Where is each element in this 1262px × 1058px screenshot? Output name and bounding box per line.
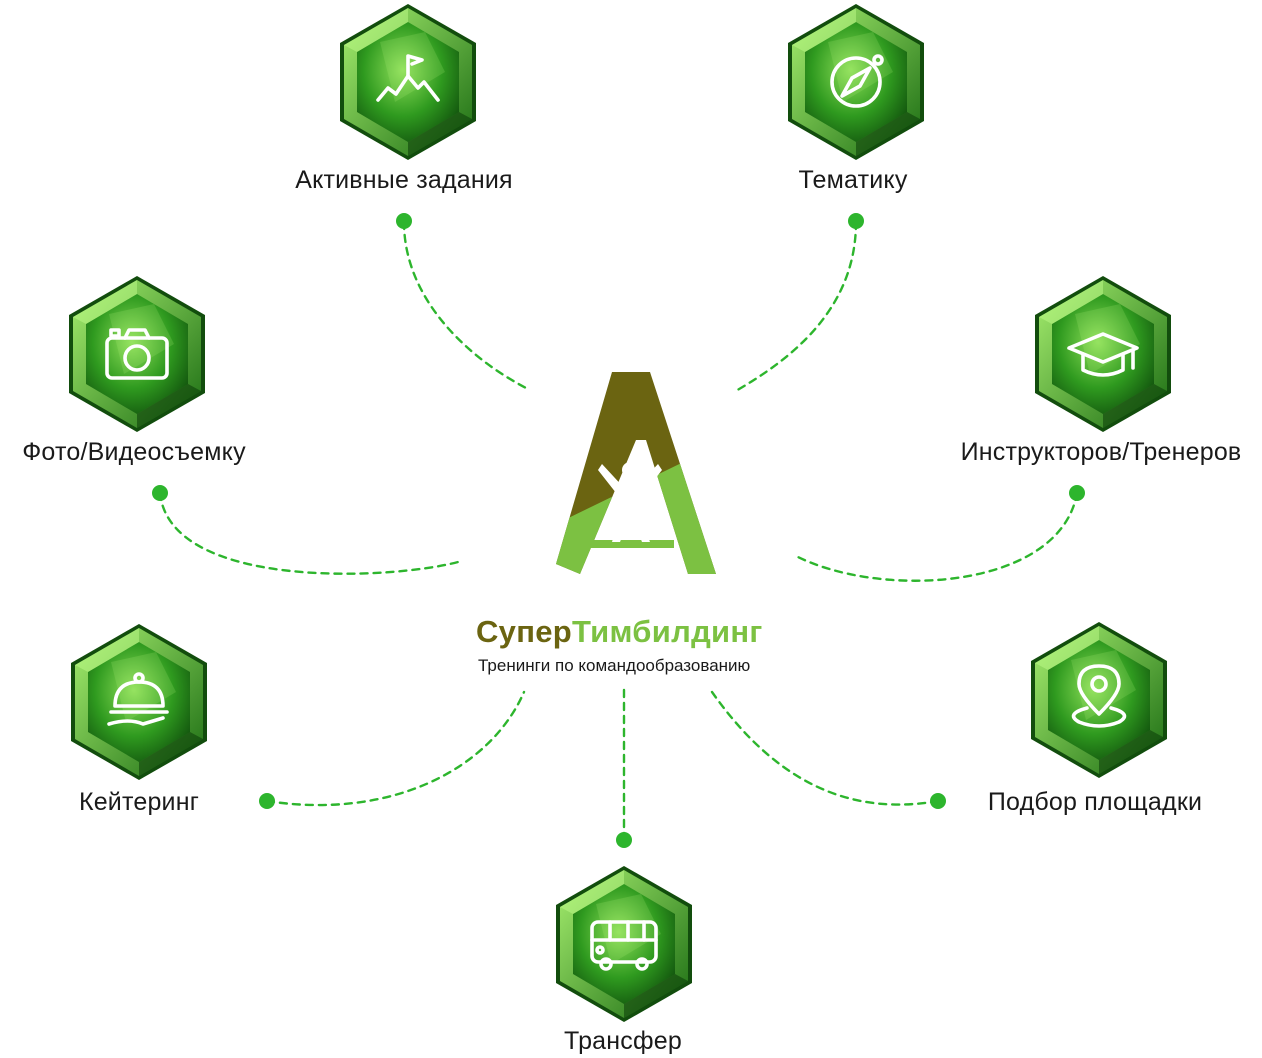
camera-icon <box>105 328 169 380</box>
brand-name-part2: Тимбилдинг <box>572 614 763 649</box>
logo-mark <box>556 372 716 574</box>
connector-photo-video <box>158 491 460 575</box>
gem-venue <box>1026 620 1172 780</box>
label-active-tasks: Активные задания <box>295 166 513 194</box>
connector-dot <box>259 793 275 809</box>
connector-instructors <box>792 491 1079 582</box>
connector-dot <box>930 793 946 809</box>
connector-dot <box>152 485 168 501</box>
mountain-flag-icon <box>376 54 440 102</box>
graduation-cap-icon <box>1067 332 1139 377</box>
connector-theme <box>732 220 858 394</box>
label-theme: Тематику <box>798 166 908 194</box>
connector-dot <box>616 832 632 848</box>
gem-instructors <box>1030 274 1176 434</box>
food-cloche-icon <box>107 672 169 726</box>
compass-icon <box>830 54 884 108</box>
gem-active-tasks <box>335 2 481 162</box>
connector-dot <box>848 213 864 229</box>
logo-person-icon <box>598 462 662 542</box>
connector-dot <box>1069 485 1085 501</box>
connector-venue <box>710 690 940 806</box>
gem-theme <box>783 2 929 162</box>
label-catering: Кейтеринг <box>78 788 200 816</box>
label-photo-video: Фото/Видеосъемку <box>22 438 246 466</box>
location-pin-icon <box>1071 664 1127 728</box>
label-instructors: Инструкторов/Тренеров <box>960 438 1242 466</box>
bus-icon <box>590 920 658 971</box>
label-transfer: Трансфер <box>564 1027 682 1055</box>
connector-dot <box>396 213 412 229</box>
gem-photo-video <box>64 274 210 434</box>
connector-catering <box>265 690 526 807</box>
brand-name: СуперТимбилдинг <box>476 614 763 650</box>
connector-active-tasks <box>402 220 532 392</box>
gem-transfer <box>551 864 697 1024</box>
brand-name-part1: Супер <box>476 614 573 649</box>
gem-catering <box>66 622 212 782</box>
label-venue: Подбор площадки <box>987 788 1203 816</box>
brand-tagline: Тренинги по командообразованию <box>478 656 751 675</box>
